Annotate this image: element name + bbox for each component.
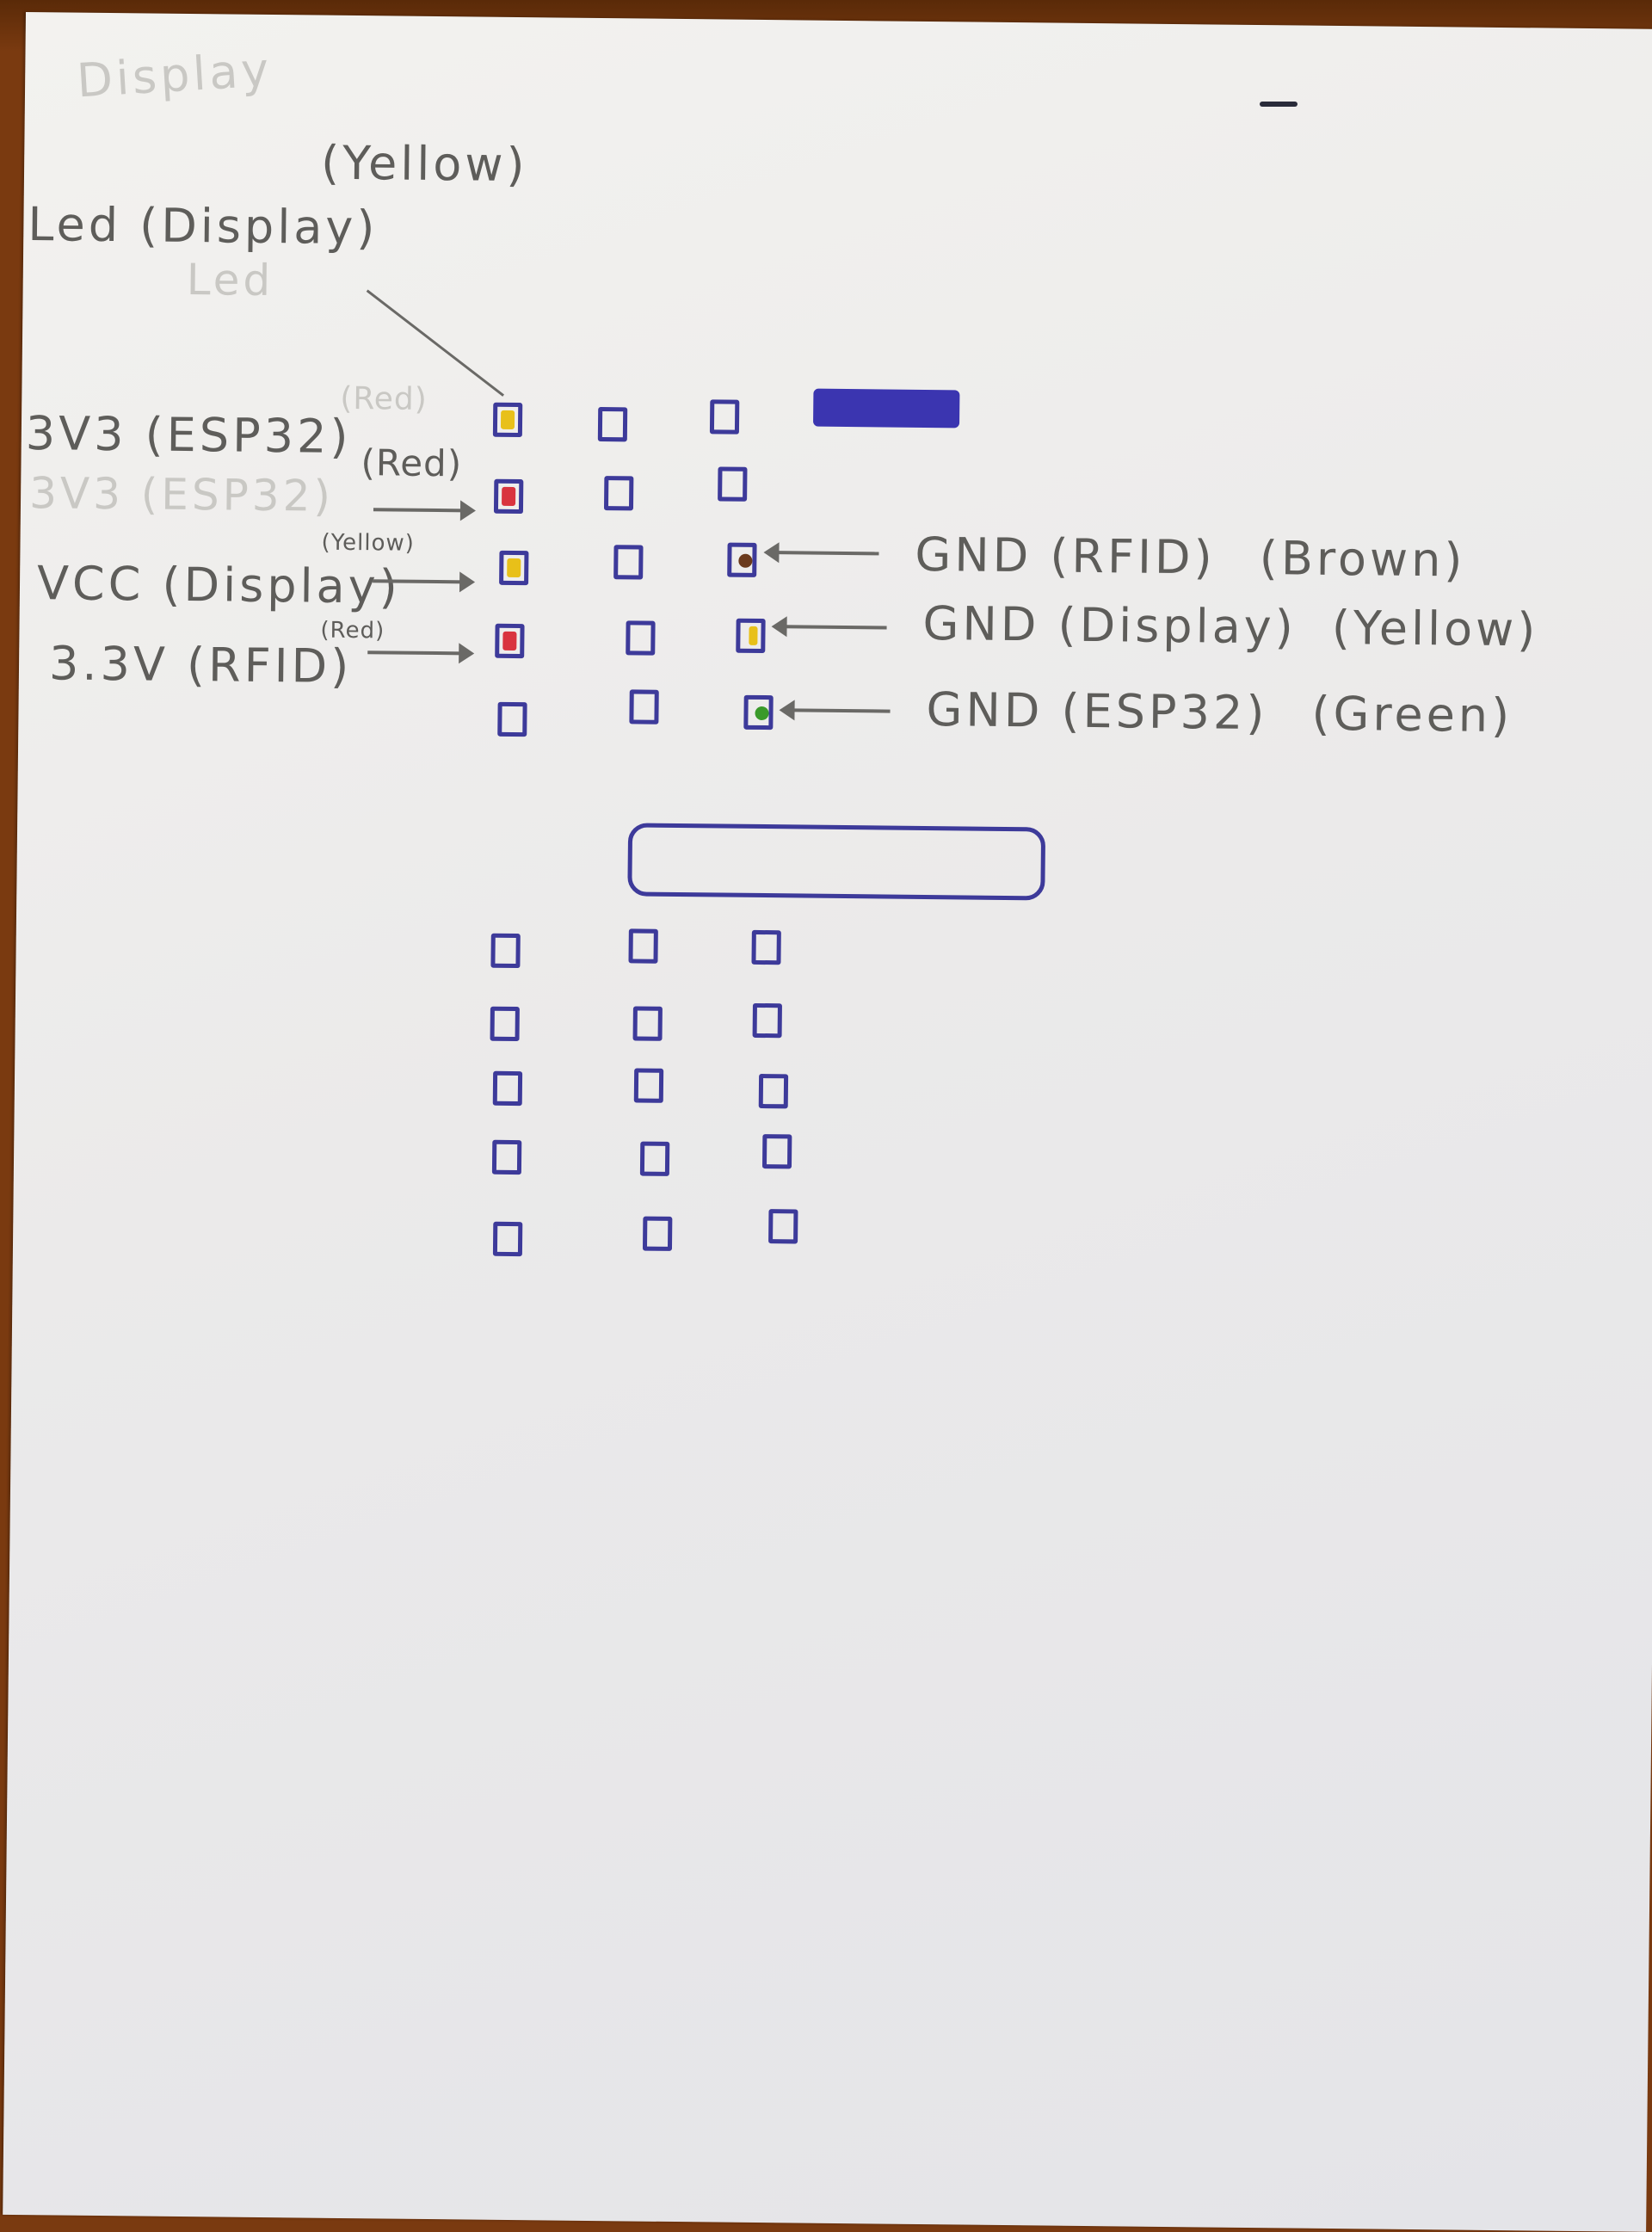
label-3v3-esp32: 3V3 (ESP32) <box>25 406 352 464</box>
pin-upper-r3-c1-yellow <box>499 550 529 586</box>
pin-lower-r3-c2 <box>633 1068 664 1103</box>
arrow-gnd-rfid <box>767 551 879 556</box>
pin-lower-r2-c2 <box>632 1006 663 1041</box>
pin-lower-r4-c3 <box>761 1134 792 1169</box>
pin-upper-r3-c3-brown <box>727 542 757 577</box>
label-gnd-esp32-text: GND (ESP32) <box>926 682 1268 741</box>
paper-sheet: Display Led 3V3 (ESP32) (Red) (Yellow) L… <box>3 12 1652 2232</box>
pin-lower-r4-c1 <box>491 1139 522 1175</box>
pin-upper-r4-c3-yellow <box>736 618 766 654</box>
pin-upper-r2-c2 <box>603 476 634 511</box>
pin-lower-r1-c3 <box>751 929 781 965</box>
label-gnd-esp32: GND (ESP32) (Green) <box>926 682 1513 743</box>
pin-upper-r5-c1 <box>497 701 527 737</box>
pin-lower-r4-c2 <box>639 1141 670 1176</box>
erased-text-display: Display <box>75 42 274 108</box>
stray-ink-mark <box>1260 102 1298 107</box>
pin-lower-r2-c3 <box>752 1002 782 1039</box>
label-vcc-display-color: (Yellow) <box>321 529 416 557</box>
pin-lower-r1-c1 <box>490 933 521 969</box>
erased-text-3v3: 3V3 (ESP32) <box>28 468 335 521</box>
pin-lower-r5-c1 <box>492 1221 523 1257</box>
label-gnd-display: GND (Display) (Yellow) <box>922 596 1538 657</box>
pin-upper-r1-c2 <box>597 406 628 442</box>
label-gnd-rfid-color: (Brown) <box>1259 531 1466 588</box>
arrow-3v3-esp32 <box>373 508 472 513</box>
pin-upper-r4-c1-red <box>495 623 525 659</box>
label-gnd-esp32-color: (Green) <box>1311 686 1513 743</box>
pin-upper-r3-c2 <box>613 545 644 580</box>
led-display-label: Led (Display) <box>28 197 379 256</box>
filled-component-bar <box>813 388 960 429</box>
label-gnd-display-text: GND (Display) <box>922 595 1298 655</box>
arrow-gnd-esp32 <box>782 708 891 713</box>
pin-lower-r1-c2 <box>628 928 658 964</box>
outlined-component-bar <box>627 823 1046 901</box>
pin-lower-r3-c3 <box>758 1073 789 1109</box>
pin-upper-r2-c1-red <box>493 478 524 515</box>
pin-lower-r2-c1 <box>490 1006 520 1042</box>
pin-lower-r5-c3 <box>768 1209 798 1244</box>
label-3v3-esp32-color: (Red) <box>361 441 463 485</box>
label-3-3v-rfid: 3.3V (RFID) <box>48 636 353 694</box>
pin-upper-r5-c2 <box>629 689 659 724</box>
pin-upper-r5-c3-green <box>743 694 774 731</box>
erased-text-red: (Red) <box>340 380 428 417</box>
pin-upper-r1-c3 <box>709 399 740 435</box>
label-gnd-rfid-text: GND (RFID) <box>915 527 1216 585</box>
label-gnd-rfid: GND (RFID) (Brown) <box>915 527 1466 588</box>
led-wire-color-label: (Yellow) <box>320 135 528 193</box>
arrow-gnd-display <box>774 625 887 630</box>
pin-upper-r4-c2 <box>626 620 656 656</box>
label-3-3v-rfid-color: (Red) <box>320 617 385 644</box>
pin-upper-r2-c3 <box>718 466 748 502</box>
label-vcc-display: VCC (Display) <box>36 556 402 614</box>
arrow-3-3v-rfid <box>367 650 472 656</box>
led-leader-line <box>366 289 505 397</box>
label-gnd-display-color: (Yellow) <box>1331 600 1539 657</box>
erased-text-led: Led <box>186 254 274 306</box>
pin-lower-r5-c2 <box>642 1216 673 1251</box>
pin-upper-r1-c1-yellow <box>492 402 523 438</box>
pin-lower-r3-c1 <box>492 1070 523 1107</box>
